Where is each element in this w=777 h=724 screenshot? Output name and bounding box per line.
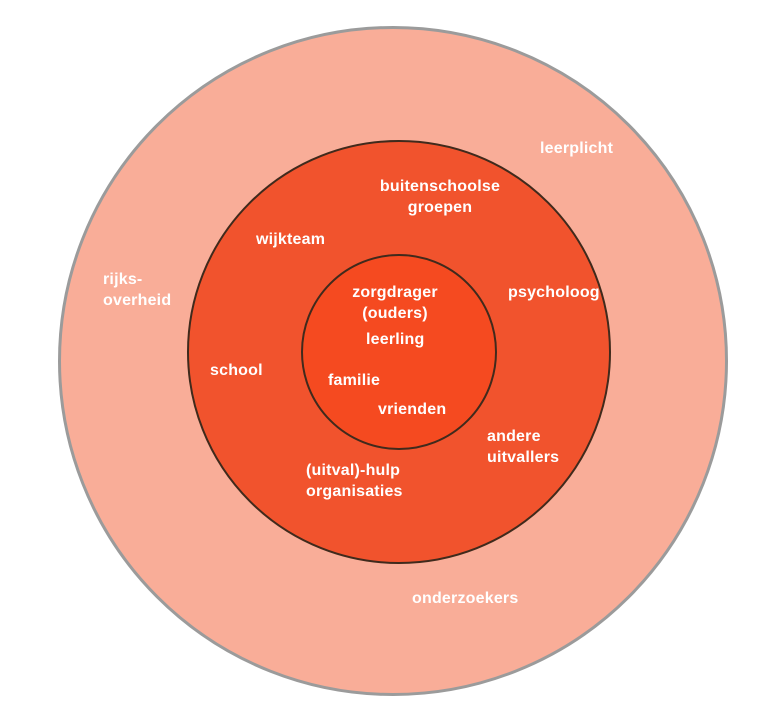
inner-ring [301,254,497,450]
label-vrienden: vrienden [378,401,447,418]
label-leerplicht: leerplicht [540,140,614,157]
label-psycholoog: psycholoog [508,284,600,301]
label-wijkteam: wijkteam [256,231,326,248]
label-buitenschoolse-groepen: buitenschoolse groepen [379,178,501,216]
label-zorgdrager-ouders: zorgdrager (ouders) [352,284,438,322]
label-leerling: leerling [366,331,425,348]
label-familie: familie [328,372,381,389]
label-school: school [210,362,263,379]
label-uitval-hulp-organisaties: (uitval)-hulp organisaties [306,462,403,500]
label-andere-uitvallers: andere uitvallers [487,428,560,466]
label-onderzoekers: onderzoekers [412,590,519,607]
label-rijksoverheid: rijks- overheid [103,271,172,309]
